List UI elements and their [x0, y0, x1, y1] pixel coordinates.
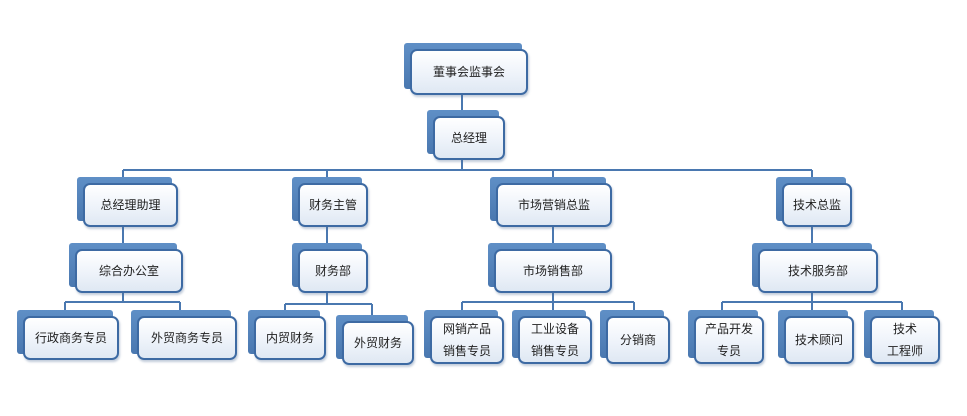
- node-tech-consultant: 技术顾问: [778, 310, 854, 364]
- node-label: 网销产品 销售专员: [442, 322, 491, 358]
- node-label: 外贸商务专员: [150, 331, 223, 345]
- node-label: 财务主管: [308, 198, 357, 212]
- node-label: 内贸财务: [265, 331, 314, 345]
- node-finance-head: 财务主管: [292, 177, 368, 227]
- node-label: 行政商务专员: [34, 331, 107, 345]
- node-general-manager: 总经理: [427, 110, 505, 160]
- node-finance-dept: 财务部: [292, 243, 368, 293]
- node-technical-engineer: 技术 工程师: [864, 310, 940, 364]
- node-label: 技术服务部: [787, 264, 848, 278]
- node-sales-dept: 市场销售部: [488, 243, 612, 293]
- node-online-sales-specialist: 网销产品 销售专员: [424, 310, 504, 364]
- node-label: 技术顾问: [794, 333, 843, 347]
- node-admin-specialist: 行政商务专员: [17, 310, 119, 360]
- node-gm-assistant: 总经理助理: [77, 177, 178, 227]
- node-label: 总经理: [450, 131, 487, 145]
- node-label: 市场营销总监: [517, 198, 590, 212]
- node-product-dev-specialist: 产品开发 专员: [688, 310, 764, 364]
- node-label: 分销商: [619, 333, 656, 347]
- node-distributor: 分销商: [600, 310, 670, 364]
- node-label: 外贸财务: [353, 336, 402, 350]
- node-domestic-trade-finance: 内贸财务: [248, 310, 326, 360]
- node-label: 技术 工程师: [886, 322, 923, 358]
- node-tech-service-dept: 技术服务部: [752, 243, 878, 293]
- node-label: 综合办公室: [98, 264, 159, 278]
- node-board: 董事会监事会: [404, 43, 528, 95]
- node-label: 技术总监: [792, 198, 841, 212]
- node-foreign-trade-specialist: 外贸商务专员: [131, 310, 237, 360]
- node-label: 总经理助理: [100, 198, 161, 212]
- node-tech-director: 技术总监: [776, 177, 852, 227]
- node-label: 财务部: [314, 264, 351, 278]
- node-foreign-trade-finance: 外贸财务: [336, 315, 414, 365]
- node-industrial-sales-specialist: 工业设备 销售专员: [512, 310, 592, 364]
- node-marketing-director: 市场营销总监: [490, 177, 612, 227]
- node-label: 市场销售部: [522, 264, 583, 278]
- node-label: 董事会监事会: [432, 65, 505, 79]
- node-general-office: 综合办公室: [69, 243, 183, 293]
- node-label: 工业设备 销售专员: [530, 322, 579, 358]
- node-label: 产品开发 专员: [704, 322, 753, 358]
